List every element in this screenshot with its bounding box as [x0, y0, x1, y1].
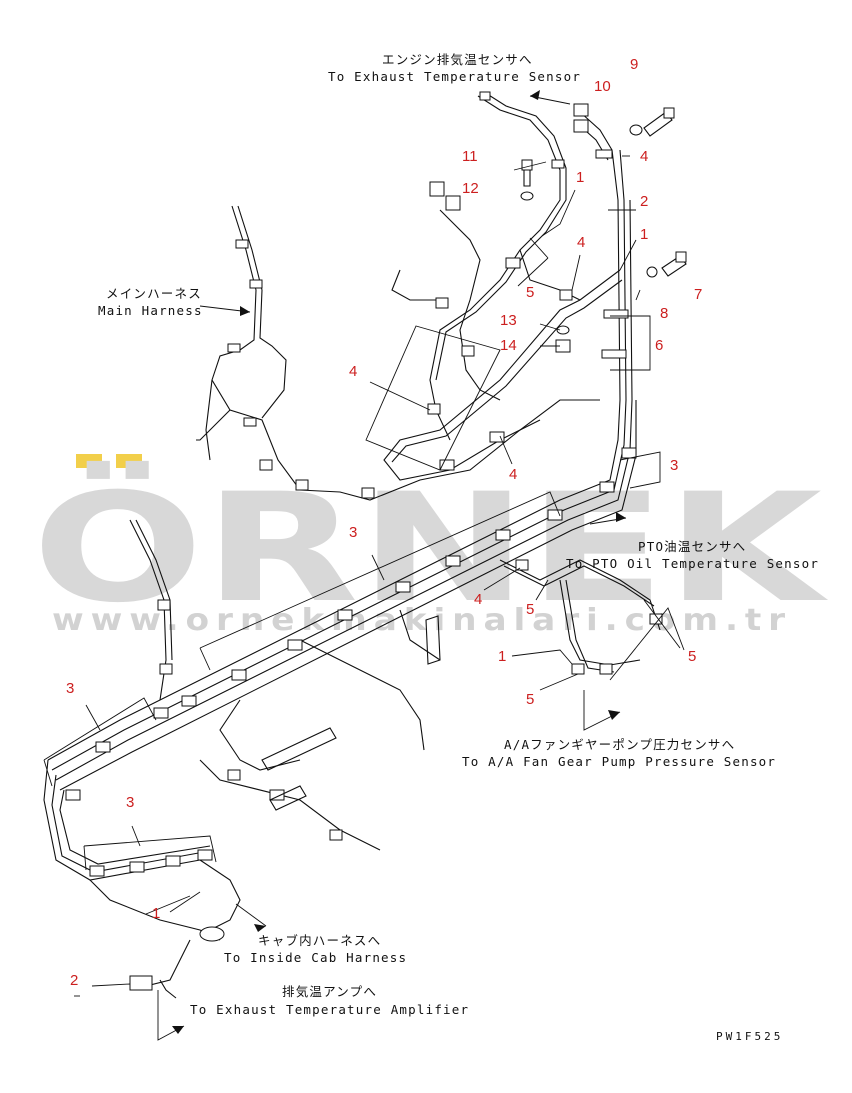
fan-sensor-label-jp: A/Aファンギヤーポンプ圧力センサへ	[504, 737, 735, 752]
connector-blocks	[261, 91, 589, 811]
callout-13: 13	[500, 312, 517, 329]
callout-numbers: 9 10 4 11 1 12 2 1 4 7 8 5 13 14 6 4 3 4…	[66, 56, 702, 989]
washer-13	[556, 325, 570, 335]
bolt-9	[643, 107, 675, 137]
callout-9: 9	[630, 56, 638, 73]
leader-lines	[43, 90, 685, 1041]
callout-10: 10	[594, 78, 611, 95]
callout-1-lower: 1	[498, 648, 506, 665]
callout-14: 14	[500, 337, 517, 354]
washer-10	[629, 124, 643, 136]
callout-3-right: 3	[670, 457, 678, 474]
callout-7: 7	[694, 286, 702, 303]
amplifier-label-jp: 排気温アンプへ	[282, 984, 377, 999]
callout-3-center: 3	[349, 524, 357, 541]
exhaust-sensor-label-jp: エンジン排気温センサへ	[382, 52, 533, 67]
upper-engine-harness	[383, 91, 623, 481]
main-harness-branch	[196, 205, 600, 501]
hardware	[520, 107, 687, 353]
watermark-accent-2	[116, 454, 142, 468]
exhaust-sensor-label-en: To Exhaust Temperature Sensor	[328, 69, 581, 84]
washer-12	[520, 191, 534, 201]
callout-1-top: 1	[576, 169, 584, 186]
bolt-11	[521, 159, 533, 187]
cab-harness-label-jp: キャブ内ハーネスへ	[258, 933, 381, 948]
callout-5-upper: 5	[526, 284, 534, 301]
callout-5-center: 5	[526, 601, 534, 618]
callout-12: 12	[462, 180, 479, 197]
callout-3-left: 3	[66, 680, 74, 697]
callout-3-lower: 3	[126, 794, 134, 811]
callout-6: 6	[655, 337, 663, 354]
bolt-7	[661, 251, 687, 277]
callout-1-mid: 1	[640, 226, 648, 243]
callout-2-top: 2	[640, 193, 648, 210]
callout-4-upper: 4	[577, 234, 585, 251]
main-trunk	[47, 149, 637, 791]
fan-sensor-label-en: To A/A Fan Gear Pump Pressure Sensor	[462, 754, 776, 769]
washer-8	[646, 266, 658, 278]
callout-2-bottom: 2	[70, 972, 78, 989]
pto-sensor-label-jp: PTO油温センサへ	[638, 539, 746, 554]
callout-11: 11	[462, 148, 478, 165]
watermark-url: www.ornekmakinalari.com.tr	[52, 603, 792, 638]
main-harness-label-jp: メインハーネス	[106, 286, 202, 301]
drawing-code: PW1F525	[716, 1030, 783, 1043]
watermark-accent-1	[76, 454, 102, 468]
left-run	[43, 759, 211, 881]
callout-4-center: 4	[509, 466, 517, 483]
amplifier-label-en: To Exhaust Temperature Amplifier	[190, 1002, 469, 1017]
main-harness-label-en: Main Harness	[98, 303, 203, 318]
grommet	[199, 926, 225, 942]
callout-4-lower: 4	[474, 591, 482, 608]
bottom-cluster	[89, 859, 241, 999]
callout-1-bottom: 1	[152, 905, 160, 922]
callout-5-lower: 5	[526, 691, 534, 708]
pto-sensor-label-en: To PTO Oil Temperature Sensor	[566, 556, 819, 571]
callout-5-right: 5	[688, 648, 696, 665]
callout-4-left: 4	[349, 363, 357, 380]
annotations: エンジン排気温センサへ To Exhaust Temperature Senso…	[98, 52, 819, 1043]
callout-4-top: 4	[640, 148, 648, 165]
callout-8: 8	[660, 305, 668, 322]
clamps	[65, 149, 663, 991]
cab-harness-label-en: To Inside Cab Harness	[224, 950, 407, 965]
